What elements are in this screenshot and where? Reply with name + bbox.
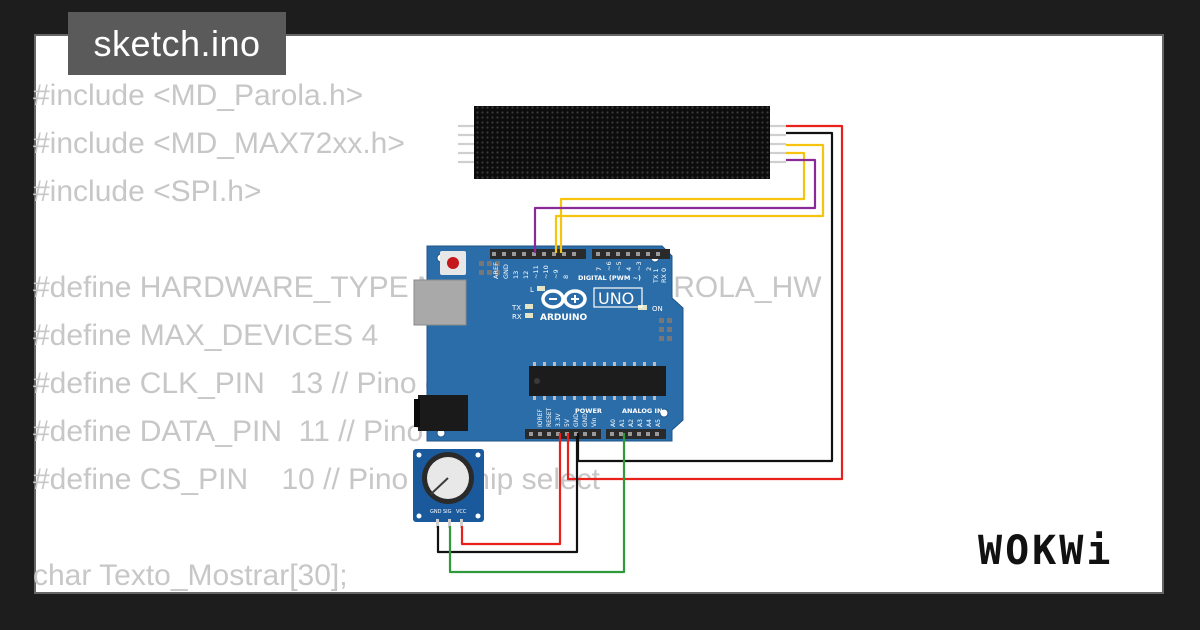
- window-title: sketch.ino: [68, 12, 286, 75]
- power-pin-labels: IOREF RESET 3.3V 5V GND GND Vin: [537, 407, 598, 427]
- arduino-brand: ARDUINO: [540, 313, 588, 323]
- code-line: #include <MD_Parola.h>: [33, 79, 364, 112]
- icsp-header-2: [659, 318, 672, 341]
- pin-label: GND: [573, 413, 580, 427]
- uno-label: UNO: [598, 289, 634, 308]
- pin-label: 12: [522, 271, 530, 279]
- pin-label: IOREF: [537, 409, 544, 427]
- pin-label: A0: [610, 419, 617, 427]
- digital-header: [490, 249, 670, 259]
- pin-label: A2: [628, 419, 635, 427]
- code-line: char Texto_Mostrar[30];: [33, 559, 348, 592]
- led-on-label: ON: [652, 305, 663, 313]
- pin-label: ~9: [552, 269, 560, 279]
- pin-label: 7: [595, 267, 603, 271]
- power-jack: [414, 395, 468, 431]
- wire-yellow-1: [554, 143, 825, 253]
- pin-label: A4: [646, 419, 653, 427]
- pin-label: 8: [562, 275, 570, 279]
- wire-purple: [533, 158, 817, 253]
- arduino-logo-icon: [541, 289, 587, 309]
- pin-label: ~10: [542, 265, 550, 279]
- power-header: [525, 429, 666, 439]
- pin-label: ~5: [615, 261, 623, 271]
- pin-label: 5V: [564, 418, 571, 427]
- arduino-uno-board[interactable]: AREF GND 13 12 ~11 ~10 ~9 8 7 ~6 ~5 4 ~3…: [413, 245, 684, 442]
- pin-label: RX 0: [660, 268, 668, 283]
- wokwi-logo: WOKWi: [978, 528, 1114, 574]
- pin-label: 3.3V: [555, 412, 562, 427]
- wire-yellow-2: [559, 151, 806, 253]
- code-line: #include <MD_MAX72xx.h>: [33, 127, 405, 160]
- code-line: #define MAX_DEVICES 4: [33, 319, 379, 352]
- atmega-chip: [529, 362, 666, 400]
- digital-label: DIGITAL (PWM ~): [578, 274, 641, 282]
- pin-label: 4: [625, 267, 633, 271]
- analog-pin-labels: A0 A1 A2 A3 A4 A5: [610, 419, 662, 427]
- pin-label: AREF: [492, 262, 500, 279]
- pin-label: VCC: [456, 509, 467, 515]
- code-line: #include <SPI.h>: [33, 175, 262, 208]
- analog-label: ANALOG IN: [622, 407, 662, 415]
- pin-label: 2: [645, 267, 653, 271]
- wire-pot-black: [436, 436, 579, 554]
- reset-button[interactable]: [440, 251, 466, 275]
- icsp-header: [479, 261, 500, 275]
- pin-label: TX 1: [652, 268, 660, 284]
- pin-label: GND: [430, 509, 442, 515]
- pin-label: GND: [502, 264, 510, 279]
- led-l: [537, 286, 545, 291]
- power-label: POWER: [575, 407, 602, 415]
- usb-port: [413, 279, 467, 326]
- pin-label: RESET: [546, 407, 553, 427]
- pin-label: 13: [512, 271, 520, 279]
- uno-badge-frame: [593, 287, 643, 308]
- wire-pot-red: [460, 433, 562, 546]
- pin-label: GND: [582, 413, 589, 427]
- led-tx: [525, 304, 533, 309]
- wires: [436, 124, 844, 574]
- pin-label: SIG: [443, 509, 452, 515]
- led-rx-label: RX: [512, 313, 522, 321]
- pot-pin-labels: GND SIG VCC: [430, 509, 467, 515]
- pin-label: A1: [619, 419, 626, 427]
- pin-label: A5: [655, 419, 662, 427]
- pin-label: ~11: [532, 265, 540, 279]
- digital-pin-labels: AREF GND 13 12 ~11 ~10 ~9 8 7 ~6 ~5 4 ~3…: [492, 261, 668, 284]
- led-rx: [525, 313, 533, 318]
- led-matrix[interactable]: [458, 106, 786, 179]
- matrix-output-pins: [770, 124, 786, 164]
- wire-pot-green: [448, 433, 626, 574]
- pin-label: Vin: [591, 417, 598, 427]
- pin-label: A3: [637, 419, 644, 427]
- pin-label: ~3: [635, 261, 643, 271]
- pin-label: ~6: [605, 261, 613, 271]
- led-l-label: L: [530, 286, 534, 294]
- matrix-input-pins: [458, 124, 474, 164]
- wire-red: [566, 124, 844, 481]
- potentiometer[interactable]: GND SIG VCC: [413, 449, 484, 528]
- led-tx-label: TX: [511, 304, 521, 312]
